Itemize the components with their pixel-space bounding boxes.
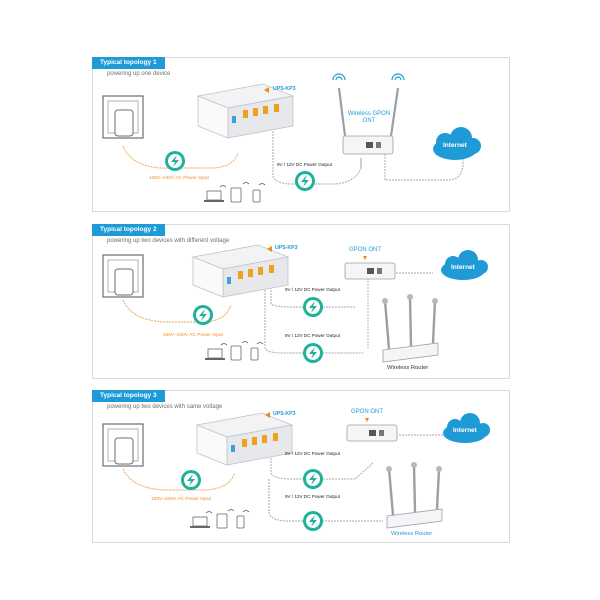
ups-arrow-icon [265,412,270,418]
ups-device-icon [191,244,290,298]
gpon-ont-label: GPON ONT [351,409,384,415]
power-adapter-icon [114,268,134,296]
laptop-icon [205,348,225,360]
wifi-signal-icon [205,509,250,514]
power-bolt-icon [193,305,213,325]
ac-cable [122,145,239,169]
power-bolt-icon [303,511,323,531]
topology-3-diagram [102,412,490,531]
topology-panel-2: Typical topology 2 powering up two devic… [92,224,510,379]
internet-label: Internet [443,142,467,149]
topology-panel-3: Typical topology 3 powering up two devic… [92,390,510,543]
dc-cable [264,287,363,354]
dc-output-label: 9V / 12V DC Power Output [277,162,332,167]
ups-label: UPS-KP3 [273,86,296,92]
ac-cable [122,468,236,491]
dc-cable [270,455,374,480]
internet-label: Internet [451,264,475,271]
wireless-router-label: Wireless Router [391,531,433,537]
tablet-icon [230,187,242,203]
gpon-ont-label: GPON ONT [349,247,382,253]
ups-arrow-icon [267,246,272,252]
panel-subtitle: powering up two devices with different v… [107,238,230,244]
dc-output-label: 9V / 12V DC Power Output [285,287,340,292]
ups-device-icon [196,83,295,139]
dc-cable [272,131,362,185]
power-bolt-icon [303,469,323,489]
ac-input-label: 100V~240V AC Power Input [151,497,211,502]
dc-cable [270,287,355,308]
topology-2-diagram [102,244,488,363]
power-bolt-icon [303,343,323,363]
phone-icon [250,347,259,361]
gpon-ont-device-icon [344,262,396,280]
panel-subtitle: powering up one device [107,71,171,77]
wireless-router-icon [386,462,443,529]
phone-icon [252,189,261,203]
panel-subtitle: powering up two devices with same voltag… [107,404,223,410]
ups-arrow-icon [264,87,269,93]
ont-arrow-icon [365,418,369,422]
tablet-icon [230,345,242,361]
dc-output-label: 9V / 12V DC Power Output [285,333,340,338]
topology-1-diagram [102,73,481,203]
gpon-ont-label: Wireless GPON ONT [347,111,391,124]
ac-input-label: 100V~240V AC Power Input [149,176,209,181]
ups-label: UPS-KP3 [273,411,296,417]
ac-cable [122,299,232,323]
power-bolt-icon [181,470,201,490]
dc-output-label: 9V / 12V DC Power Output [285,451,340,456]
laptop-icon [190,516,210,528]
power-adapter-icon [114,109,134,137]
power-bolt-icon [295,171,315,191]
internet-cloud-icon [433,127,481,160]
power-bolt-icon [165,151,185,171]
panel-title: Typical topology 1 [92,57,165,69]
ups-label: UPS-KP3 [275,245,298,251]
internet-cloud-icon [441,250,488,280]
ont-arrow-icon [363,256,367,260]
power-adapter-icon [114,437,134,465]
internet-cloud-icon [443,413,490,443]
ac-input-label: 100V~240V AC Power Input [163,333,223,338]
tablet-icon [216,513,228,529]
topology-panel-1: Typical topology 1 powering up one devic… [92,57,510,212]
wifi-signal-icon [220,341,264,346]
gpon-ont-device-icon [337,87,400,155]
gpon-ont-device-icon [346,424,398,442]
laptop-icon [204,190,224,202]
wifi-signal-icon [391,73,405,81]
panel-title: Typical topology 2 [92,224,165,236]
wireless-router-label: Wireless Router [387,365,429,371]
panel-title: Typical topology 3 [92,390,165,402]
wifi-signal-icon [332,73,346,81]
wifi-signal-icon [219,182,266,188]
internet-label: Internet [453,427,477,434]
wireless-router-icon [382,294,439,363]
power-bolt-icon [303,297,323,317]
network-cable [384,148,464,181]
dc-cable [268,479,383,522]
dc-output-label: 9V / 12V DC Power Output [285,494,340,499]
phone-icon [236,515,245,529]
ups-device-icon [195,412,294,466]
